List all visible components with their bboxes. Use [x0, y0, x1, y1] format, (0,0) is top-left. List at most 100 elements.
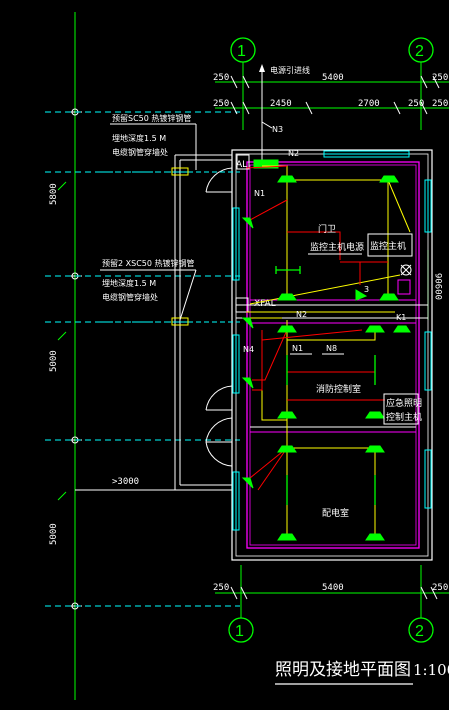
wire-yellow	[287, 330, 376, 341]
lamp-icon	[277, 293, 297, 301]
switch-icon	[241, 377, 254, 389]
drawing-scale: 1:100	[413, 661, 449, 679]
door-swing	[205, 385, 233, 411]
axis-2-bottom-label: 2	[415, 623, 424, 640]
label-n4: N4	[243, 345, 254, 354]
dim-slash	[57, 181, 67, 191]
wire-yellow	[387, 179, 411, 233]
panel-al	[236, 154, 250, 170]
conduit1-label-b: 埋地深度1.5 M	[112, 133, 166, 143]
wire-red	[261, 329, 363, 341]
monitor-host-box	[367, 233, 413, 257]
conduit1-label-c: 电缆钢管穿墙处	[112, 147, 168, 157]
leader	[179, 269, 197, 321]
dim-tick	[242, 101, 250, 115]
monitor-host-label: 监控主机	[370, 240, 406, 252]
lamp-icon	[277, 175, 297, 183]
dim-tick	[420, 75, 428, 89]
label-3: 3	[364, 285, 369, 294]
lamp-icon	[379, 293, 399, 301]
room-guard-sub: 监控主机电源	[310, 241, 364, 253]
window	[424, 331, 432, 391]
dim-tick	[305, 101, 313, 115]
wire-yellow	[261, 330, 287, 421]
wire-yellow	[249, 274, 401, 305]
axis-2-top-label: 2	[415, 43, 424, 60]
room-guard: 门卫	[318, 223, 336, 235]
dim-tick	[430, 586, 438, 600]
dim-tick	[420, 586, 428, 600]
dim-bottom-right: 250	[432, 583, 448, 593]
dim-left-2: 5000	[49, 350, 59, 372]
dim-tick	[230, 75, 238, 89]
fan-icon	[400, 264, 412, 276]
lamp-icon	[393, 325, 411, 333]
dim-tick	[240, 586, 248, 600]
dim-top-span: 5400	[322, 73, 344, 83]
lamp-icon	[277, 533, 297, 541]
door-swing	[205, 441, 233, 467]
panel-xfal	[235, 297, 249, 313]
lamp-icon	[365, 445, 385, 453]
wire-red	[245, 165, 288, 169]
wire-red	[287, 231, 341, 260]
lamp-icon	[365, 533, 385, 541]
switch-icon	[241, 477, 254, 489]
emergency-label-a: 应急照明	[386, 397, 422, 409]
dim-slash	[57, 331, 67, 341]
switches	[241, 217, 368, 489]
label-n8: N8	[326, 344, 337, 353]
socket-box	[397, 279, 411, 295]
dim-tick	[432, 75, 440, 89]
dim-right: 00906	[435, 273, 445, 300]
wire-yellow	[287, 447, 376, 535]
label-n1-top: N1	[254, 189, 265, 198]
label-n3: N3	[272, 125, 283, 134]
dim-bottom-span: 5400	[322, 583, 344, 593]
dim-left-3: 5000	[49, 523, 59, 545]
lamp-icon	[365, 411, 385, 419]
leader	[261, 121, 273, 129]
switch-icon	[241, 217, 254, 229]
dim-top-outer-right: 250	[432, 73, 448, 83]
grounding-bar	[253, 159, 279, 169]
label-al: AL	[236, 160, 247, 170]
dim-tick	[230, 586, 238, 600]
door-swing	[205, 167, 233, 193]
conduit2-label-b: 埋地深度1.5 M	[102, 278, 156, 288]
conduit-sleeve	[171, 317, 189, 326]
fan-icon	[400, 264, 412, 276]
label-xfal: XFAL	[254, 299, 276, 309]
emergency-box	[383, 393, 419, 425]
switch-icon	[241, 317, 254, 329]
dim-3000: >3000	[112, 477, 139, 487]
arrow-icon	[259, 64, 265, 72]
outer-wall	[231, 149, 433, 561]
power-entry-label: 电源引进线	[270, 65, 310, 75]
wire-yellow	[262, 165, 288, 300]
inner-wall-2	[249, 164, 417, 546]
axis-1-top-label: 1	[237, 43, 246, 60]
room-fire-control: 消防控制室	[316, 383, 361, 395]
lamp-icon	[277, 411, 297, 419]
wire-red	[252, 330, 263, 391]
dim-tick	[242, 75, 250, 89]
dim-tick	[230, 101, 238, 115]
label-n2-mid: N2	[296, 310, 307, 319]
dim-left-1: 5800	[49, 183, 59, 205]
conduit2-label-c: 电缆钢管穿墙处	[102, 292, 158, 302]
dim-top-seg-right: 250	[432, 99, 448, 109]
door-swing	[205, 417, 233, 443]
axis-1-bottom-label: 1	[235, 623, 244, 640]
dim-tick	[420, 101, 428, 115]
dim-bottom-left: 250	[213, 583, 229, 593]
label-n2-top: N2	[288, 149, 299, 158]
wire-red	[249, 199, 288, 221]
label-n1-mid: N1	[292, 344, 303, 353]
dim-top-seg1: 2450	[270, 99, 292, 109]
label-k1: K1	[396, 313, 406, 322]
lamp-icon	[277, 445, 297, 453]
dim-slash	[57, 491, 67, 501]
wire-yellow	[287, 179, 389, 300]
